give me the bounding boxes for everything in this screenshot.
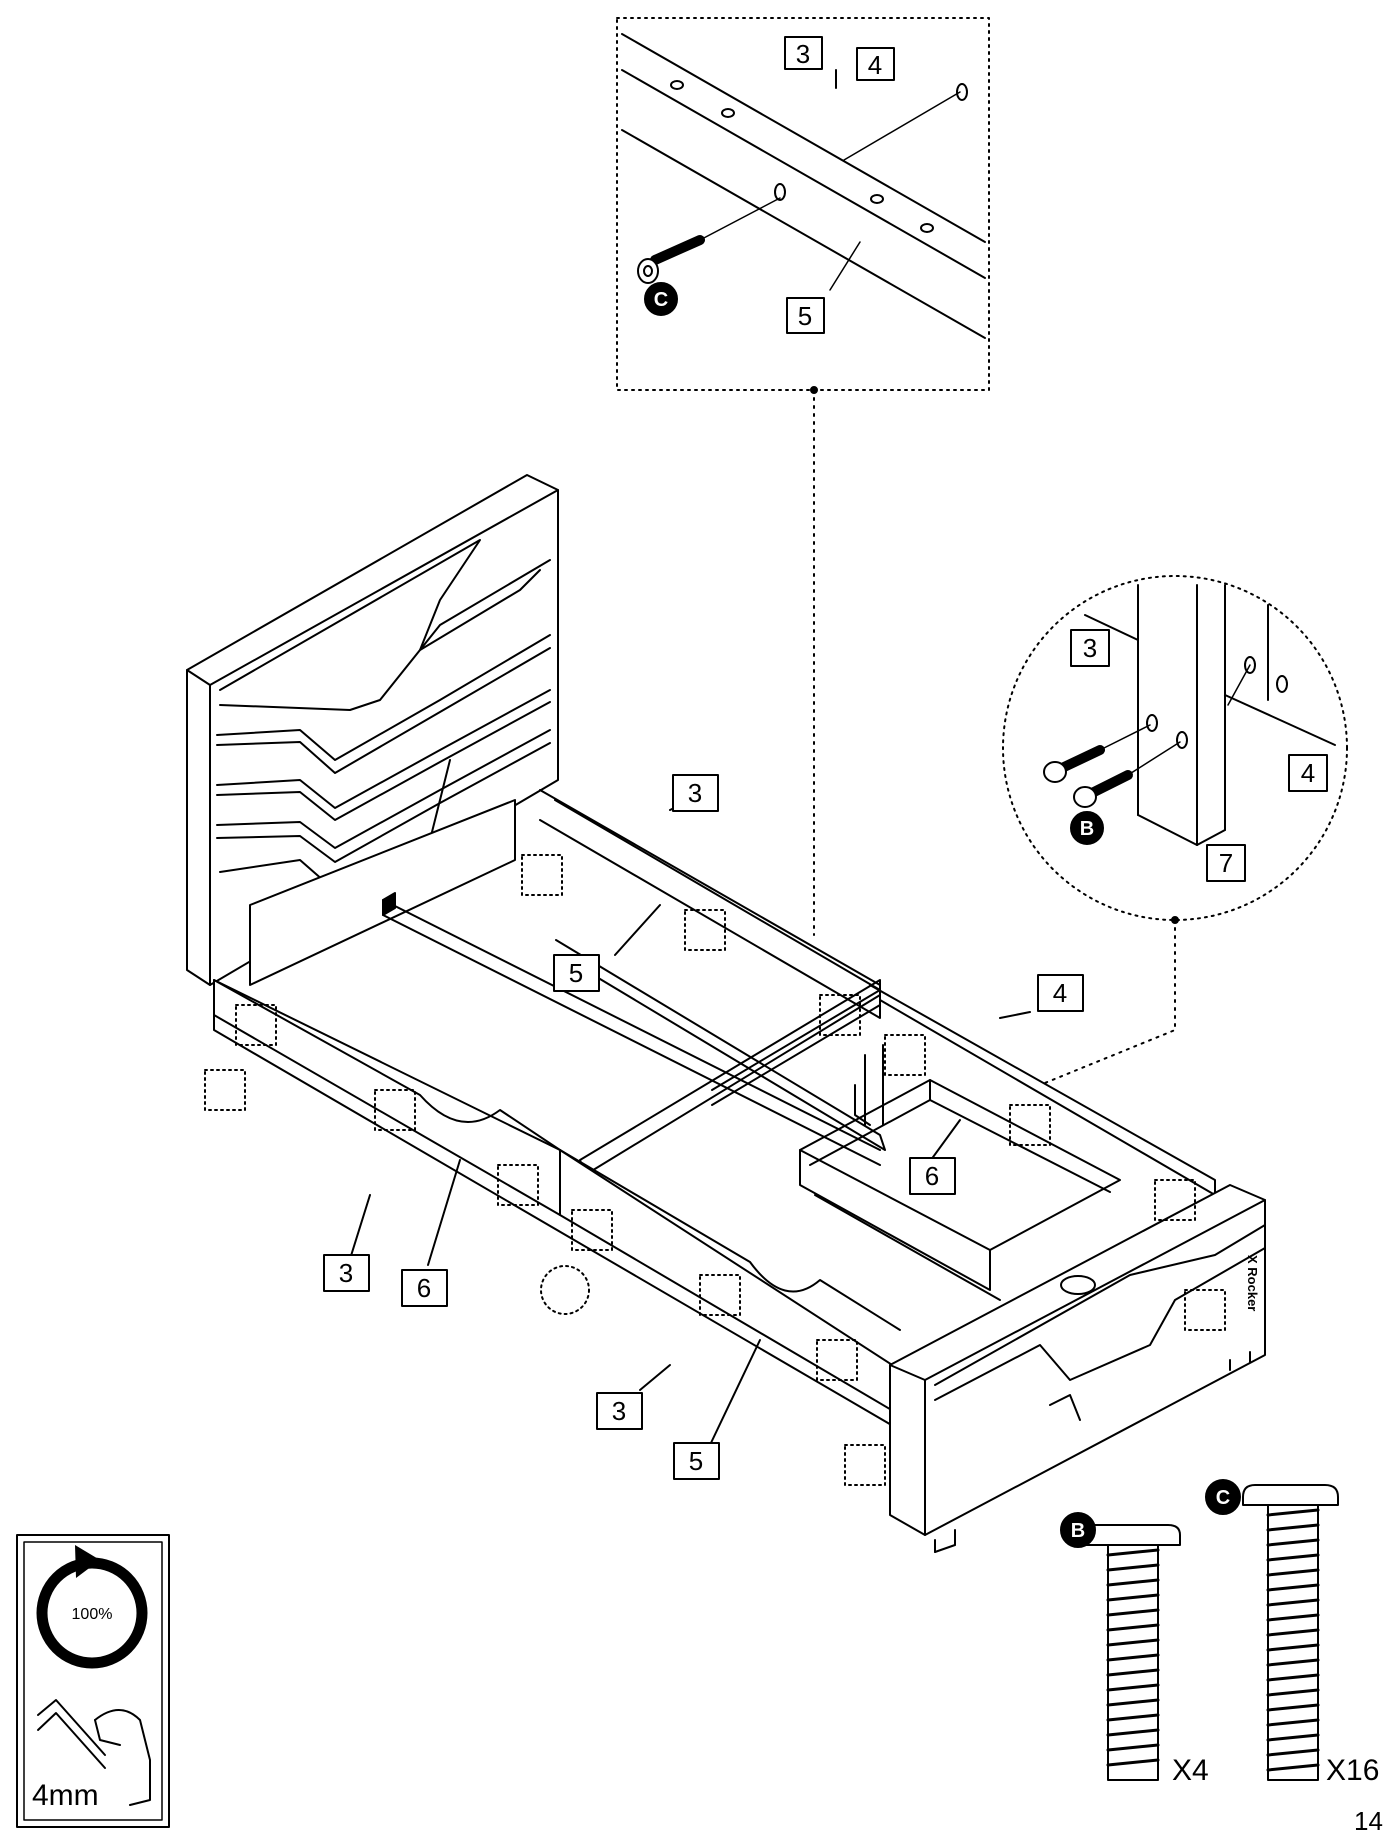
- label-part-4-circle: 4: [1301, 758, 1315, 788]
- label-part-6-frame: 6: [925, 1161, 939, 1191]
- label-part-3-front: 3: [339, 1258, 353, 1288]
- bolt-b-detail: [1043, 664, 1251, 808]
- hex-key-hand-icon: [37, 1699, 151, 1806]
- detail-circle: [1002, 575, 1348, 921]
- label-part-3-top: 3: [796, 39, 810, 69]
- hardware-b-quantity: X4: [1172, 1754, 1209, 1787]
- bolt-c-detail: [637, 197, 781, 284]
- tool-size-label: 4mm: [32, 1779, 99, 1812]
- label-part-3-front-b: 3: [612, 1396, 626, 1426]
- label-part-5-top: 5: [798, 301, 812, 331]
- bolt-b-badge-circle: B: [1080, 818, 1094, 840]
- label-part-3-circle: 3: [1083, 633, 1097, 663]
- label-part-5-front: 5: [689, 1446, 703, 1476]
- hardware-c: [1205, 1479, 1339, 1781]
- label-part-4-end: 4: [1053, 978, 1067, 1008]
- label-part-7-circle: 7: [1219, 848, 1233, 878]
- brand-logo: X Rocker: [1245, 1255, 1260, 1311]
- label-part-6-clip: 6: [417, 1273, 431, 1303]
- label-part-5-center: 5: [569, 958, 583, 988]
- hardware-c-badge: C: [1216, 1487, 1230, 1509]
- bolt-c-badge-top: C: [654, 289, 668, 311]
- bed-assembly: [186, 474, 1266, 1553]
- torque-label: 100%: [72, 1606, 113, 1623]
- tool-panel: [16, 1534, 170, 1828]
- detail-top: [616, 17, 990, 391]
- page-number: 14: [1354, 1806, 1383, 1836]
- hardware-b-badge: B: [1071, 1520, 1085, 1542]
- label-part-3-back-rail: 3: [688, 778, 702, 808]
- hardware-b: [1060, 1512, 1181, 1781]
- hardware-c-quantity: X16: [1326, 1754, 1379, 1787]
- label-part-4-top: 4: [868, 50, 882, 80]
